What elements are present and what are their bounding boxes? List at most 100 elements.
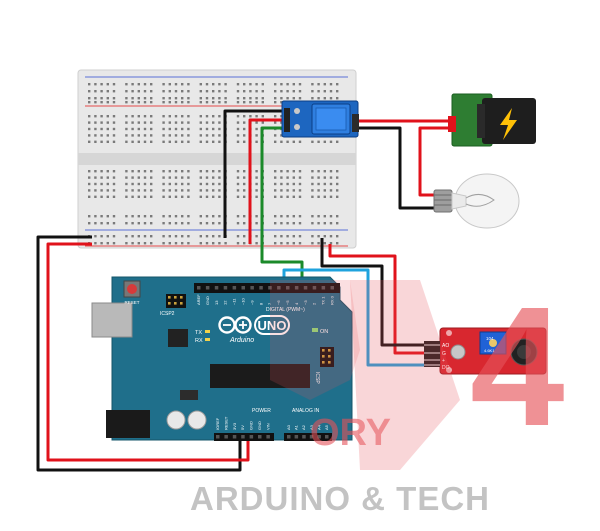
breadboard-hole <box>181 215 184 218</box>
breadboard-hole <box>255 195 258 198</box>
breadboard-hole <box>181 189 184 192</box>
digital-label: DIGITAL (PWM~) <box>266 307 305 313</box>
breadboard-hole <box>125 115 128 118</box>
header-pin <box>322 349 325 352</box>
rx-label: RX <box>195 338 203 344</box>
breadboard-hole <box>181 242 184 245</box>
breadboard-hole <box>298 90 302 93</box>
header-pin <box>317 435 321 439</box>
power-analog-headers <box>216 435 329 439</box>
breadboard-hole <box>94 97 97 100</box>
header-pin <box>205 286 210 290</box>
pin-label: ~3 <box>303 300 308 305</box>
breadboard-hole <box>94 222 97 225</box>
breadboard-hole <box>224 97 227 100</box>
breadboard-hole <box>280 121 283 124</box>
breadboard-hole <box>212 115 215 118</box>
battery-pack <box>448 93 536 147</box>
breadboard-hole <box>125 127 128 131</box>
header-pin <box>277 286 281 290</box>
breadboard-hole <box>274 83 277 86</box>
breadboard-hole <box>243 83 246 86</box>
breadboard-hole <box>137 115 140 118</box>
breadboard-hole <box>131 90 134 93</box>
breadboard-hole <box>274 242 277 245</box>
header-pin <box>325 435 329 439</box>
breadboard-hole <box>100 235 103 238</box>
breadboard-hole <box>274 189 277 192</box>
microphone-icon <box>510 338 538 366</box>
breadboard-hole <box>162 222 165 225</box>
breadboard-hole <box>274 222 277 225</box>
breadboard-hole <box>298 195 302 198</box>
breadboard-hole <box>88 195 91 198</box>
breadboard-hole <box>94 176 97 179</box>
breadboard-hole <box>212 170 215 173</box>
pin-label: 7 <box>267 302 272 305</box>
pin-label: A2 <box>301 424 306 430</box>
breadboard-hole <box>137 101 140 104</box>
breadboard-hole <box>174 215 178 218</box>
breadboard-hole <box>106 90 109 93</box>
breadboard-hole <box>323 140 326 143</box>
breadboard-hole <box>94 134 97 137</box>
breadboard-hole <box>168 97 171 100</box>
breadboard-hole <box>323 170 326 173</box>
breadboard-hole <box>255 140 258 143</box>
breadboard-hole <box>125 97 128 100</box>
pin-label: ~11 <box>232 298 237 305</box>
breadboard-hole <box>311 83 314 86</box>
breadboard-hole <box>162 101 165 104</box>
breadboard-hole <box>162 115 165 118</box>
breadboard-hole <box>187 115 190 118</box>
breadboard-hole <box>199 101 202 104</box>
breadboard-hole <box>88 182 91 186</box>
breadboard-hole <box>243 97 246 100</box>
breadboard-hole <box>243 101 246 104</box>
breadboard-hole <box>212 195 215 198</box>
header-pin <box>322 361 325 364</box>
breadboard-hole <box>162 176 165 179</box>
breadboard-hole <box>224 242 227 245</box>
watermark-logo-number: 4 <box>470 272 565 462</box>
breadboard-hole <box>218 97 221 100</box>
pin-label: 5V <box>240 425 245 430</box>
breadboard-hole <box>236 127 240 131</box>
breadboard-hole <box>317 90 320 93</box>
breadboard-hole <box>236 235 240 238</box>
breadboard-hole <box>106 83 109 86</box>
breadboard-hole <box>329 97 333 100</box>
breadboard-hole <box>286 97 289 100</box>
pin-label: RESET <box>223 416 228 430</box>
breadboard-hole <box>88 140 91 143</box>
arduino-brand-text: Arduino <box>229 337 254 344</box>
breadboard-hole <box>112 170 116 173</box>
breadboard-hole <box>100 134 103 137</box>
breadboard-hole <box>137 83 140 86</box>
breadboard-hole <box>187 83 190 86</box>
header-pin <box>180 302 183 305</box>
breadboard-hole <box>212 189 215 192</box>
breadboard-hole <box>236 170 240 173</box>
breadboard-hole <box>336 182 339 186</box>
header-pin <box>294 435 299 439</box>
breadboard-hole <box>212 83 215 86</box>
breadboard-hole <box>292 182 295 186</box>
breadboard-hole <box>174 222 178 225</box>
breadboard-hole <box>286 140 289 143</box>
breadboard-hole <box>125 101 128 104</box>
breadboard-hole <box>311 97 314 100</box>
breadboard-hole <box>212 215 215 218</box>
breadboard-hole <box>187 134 190 137</box>
breadboard-hole <box>168 235 171 238</box>
breadboard-hole <box>150 176 153 179</box>
breadboard-hole <box>174 182 178 186</box>
breadboard-hole <box>329 195 333 198</box>
breadboard-hole <box>125 170 128 173</box>
breadboard-hole <box>218 83 221 86</box>
breadboard-hole <box>286 182 289 186</box>
breadboard-hole <box>218 115 221 118</box>
breadboard-hole <box>143 127 147 131</box>
breadboard-hole <box>255 170 258 173</box>
breadboard-hole <box>100 182 103 186</box>
